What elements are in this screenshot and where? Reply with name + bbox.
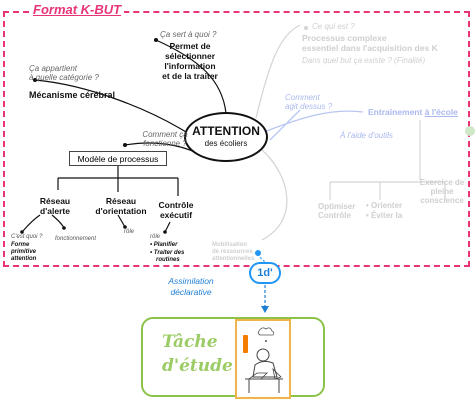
tache-etude-box — [141, 317, 325, 397]
faded-eviter: • Éviter la — [366, 211, 403, 220]
answer-sert-line: sélectionner — [164, 51, 216, 61]
badge-1d: 1d' — [249, 262, 281, 284]
question-categorie: Ça appartient à quelle catégorie ? — [29, 64, 99, 82]
question-sert: Ça sert à quoi ? — [160, 30, 217, 39]
question-fonctionne: Comment ça fonctionne ? — [133, 130, 197, 148]
reseau-alerte-line: Réseau — [39, 196, 71, 206]
traiter-text: Traiter des — [153, 250, 185, 256]
question-categorie-line: Ça appartient — [29, 64, 78, 73]
forme-line: attention — [11, 256, 37, 262]
question-categorie-line: à quelle catégorie ? — [29, 73, 99, 82]
modele-processus-box: Modèle de processus — [69, 151, 167, 166]
answer-sert: Permet de sélectionner l'information et … — [158, 41, 222, 81]
answer-categorie: Mécanisme cérébral — [29, 90, 116, 100]
faded-mobilisation-line: Mobilisation — [212, 242, 247, 248]
question-fonctionne-line: Comment ça — [142, 130, 188, 139]
content-frame — [3, 11, 470, 267]
fonctionnement-label: fonctionnement — [55, 236, 97, 242]
question-fonctionne-line: fonctionne ? — [143, 139, 187, 148]
faded-mobilisation: Mobilisation de ressources attentionnell… — [212, 242, 254, 263]
assimilation-label: Assimilation déclarative — [141, 276, 241, 298]
faded-optimiser-line: Optimiser — [318, 202, 356, 211]
faded-mobilisation-line: de ressources — [212, 249, 253, 255]
reseau-orientation-line: d'orientation — [95, 206, 147, 216]
faded-mobilisation-line: attentionnelles — [212, 256, 255, 262]
faded-comment-agit: Comment agit dessus ? — [285, 93, 332, 111]
c-est-quoi: C'est quoi ? — [11, 234, 43, 240]
answer-sert-line: et de la traiter — [162, 71, 218, 81]
student-illustration — [235, 319, 291, 399]
forme-line: primitive — [11, 249, 37, 255]
faded-a-lecole-text: à l'école — [424, 107, 458, 117]
reseau-orientation: Réseau d'orientation — [95, 196, 147, 216]
faded-comment-agit-line: Comment — [285, 93, 320, 102]
role-orientation-label: rôle — [124, 229, 135, 235]
tache-line: d'étude — [162, 356, 233, 376]
tache-etude-label: Tâche d'étude — [162, 330, 233, 378]
tache-line: Tâche — [162, 332, 218, 352]
controle-executif: Contrôle exécutif — [153, 200, 199, 220]
faded-orienter: • Orienter — [366, 201, 403, 210]
faded-exercice-line: conscience — [420, 196, 464, 205]
center-subtitle: des écoliers — [204, 139, 248, 148]
planifier-item: • Planifier — [150, 242, 178, 248]
faded-optimiser-line: Contrôle — [318, 211, 351, 220]
traiter-text: routines — [156, 257, 180, 263]
reseau-alerte-line: d'alerte — [40, 206, 70, 216]
reseau-orientation-line: Réseau — [105, 196, 137, 206]
forme-primitive: Forme primitive attention — [11, 242, 36, 263]
faded-ce-qui: Ce qui est ? — [312, 22, 355, 31]
faded-a-laide: À l'aide d'outils — [340, 131, 393, 140]
answer-sert-line: Permet de — [169, 41, 211, 51]
faded-exercice: Exercice de pleine conscience — [418, 178, 466, 205]
studying-student-icon — [243, 327, 283, 393]
faded-processus-line: Processus complexe — [302, 33, 387, 43]
faded-dans-quel: Dans quel but ça existe ? (Finalité) — [302, 56, 426, 65]
role-controle-label: rôle — [150, 234, 161, 240]
faded-entrainement: Entraînement à l'école — [368, 108, 458, 117]
controle-line: exécutif — [159, 210, 193, 220]
assimilation-line: Assimilation — [168, 276, 214, 286]
controle-line: Contrôle — [158, 200, 194, 210]
answer-sert-line: l'information — [164, 61, 216, 71]
faded-exercice-line: Exercice de — [419, 178, 465, 187]
faded-optimiser: Optimiser Contrôle — [318, 202, 355, 220]
faded-processus: Processus complexe essentiel dans l'acqu… — [302, 33, 438, 53]
assimilation-line: déclarative — [170, 287, 212, 297]
center-node-attention: ATTENTION des écoliers — [184, 112, 268, 162]
faded-entrainement-text: Entraînement — [368, 107, 423, 117]
traiter-item: • Traiter des routines — [150, 250, 185, 263]
center-title: ATTENTION — [192, 124, 260, 138]
faded-exercice-line: pleine — [430, 187, 454, 196]
forme-line: Forme — [11, 242, 30, 248]
faded-comment-agit-line: agit dessus ? — [285, 102, 333, 111]
faded-processus-line: essentiel dans l'acquisition des K — [302, 43, 438, 53]
frame-title: Format K-BUT — [30, 2, 125, 17]
reseau-alerte: Réseau d'alerte — [35, 196, 75, 216]
planifier-text: Planifier — [153, 242, 178, 248]
